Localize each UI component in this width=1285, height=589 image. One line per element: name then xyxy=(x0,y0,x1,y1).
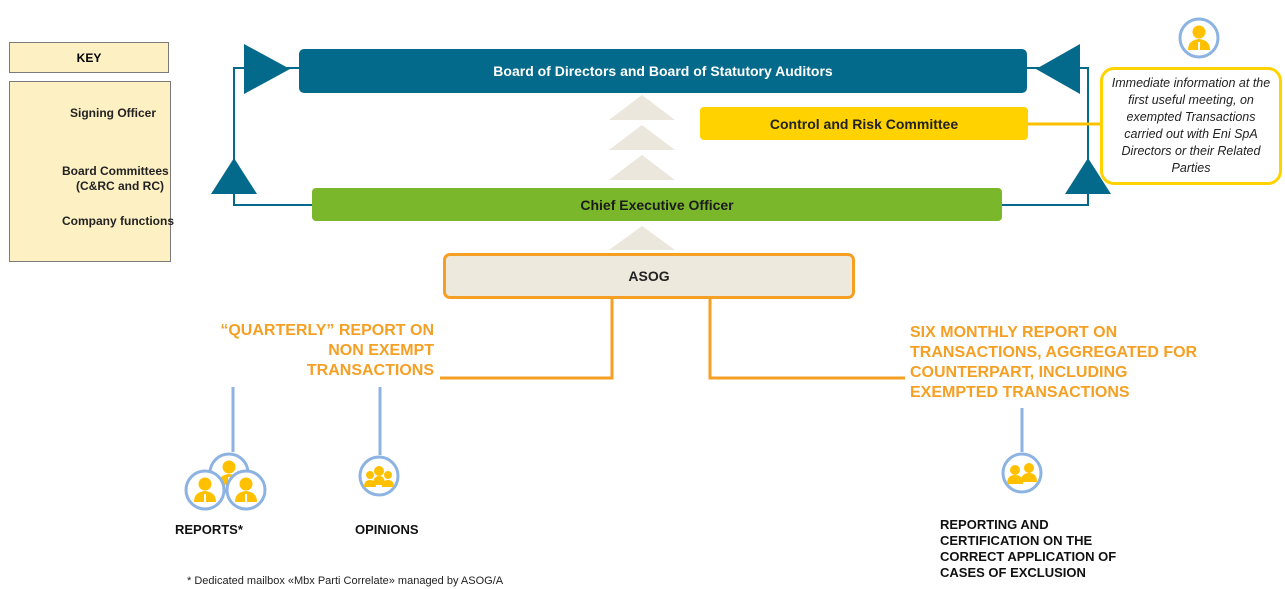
reporting-line-4: CASES OF EXCLUSION xyxy=(940,565,1086,580)
six-monthly-line-2: TRANSACTIONS, AGGREGATED FOR xyxy=(910,344,1198,361)
reports-icon-cluster xyxy=(184,452,267,511)
reports-label: REPORTS* xyxy=(175,522,243,537)
six-monthly-report-label: SIX MONTHLY REPORT ON TRANSACTIONS, AGGR… xyxy=(910,323,1197,403)
arrow-left-up xyxy=(211,158,257,194)
footnote: * Dedicated mailbox «Mbx Parti Correlate… xyxy=(187,575,504,587)
six-monthly-line-4: EXEMPTED TRANSACTIONS xyxy=(910,384,1130,401)
control-risk-committee-box: Control and Risk Committee xyxy=(700,107,1028,140)
opinions-icon xyxy=(358,455,400,497)
asog-box: ASOG xyxy=(443,253,855,299)
arrow-right-top xyxy=(1036,44,1080,94)
key-label-board-committees: Board Committees xyxy=(62,164,169,178)
key-panel xyxy=(9,81,171,262)
quarterly-report-label: “QUARTERLY” REPORT ON NON EXEMPT TRANSAC… xyxy=(180,321,434,381)
six-monthly-line-3: COUNTERPART, INCLUDING xyxy=(910,364,1128,381)
signing-officer-icon xyxy=(1178,17,1220,59)
arrow-right-up xyxy=(1065,158,1111,194)
key-label-board-committees-sub: (C&RC and RC) xyxy=(76,179,164,193)
reporting-icon xyxy=(1001,452,1043,494)
quarterly-report-line xyxy=(440,299,614,380)
quarterly-line-2: NON EXEMPT xyxy=(328,342,434,359)
opinions-label: OPINIONS xyxy=(355,522,419,537)
arrow-left-top xyxy=(244,44,290,94)
immediate-information-callout: Immediate information at the first usefu… xyxy=(1100,67,1282,185)
quarterly-line-3: TRANSACTIONS xyxy=(306,362,434,379)
ceo-box: Chief Executive Officer xyxy=(312,188,1002,221)
key-label-company-functions: Company functions xyxy=(62,214,175,228)
callout-text: Immediate information at the first usefu… xyxy=(1111,76,1271,175)
reporting-certification-label: REPORTING AND CERTIFICATION ON THE CORRE… xyxy=(940,517,1116,581)
reporting-line-3: CORRECT APPLICATION OF xyxy=(940,549,1117,564)
reporting-line-1: REPORTING AND xyxy=(940,517,1049,532)
reporting-line-2: CERTIFICATION ON THE xyxy=(940,533,1093,548)
key-label-signing-officer: Signing Officer xyxy=(70,106,157,120)
six-monthly-report-line xyxy=(708,299,905,380)
board-box: Board of Directors and Board of Statutor… xyxy=(299,49,1027,93)
upward-chevrons xyxy=(609,95,675,250)
quarterly-line-1: “QUARTERLY” REPORT ON xyxy=(220,322,434,339)
six-monthly-line-1: SIX MONTHLY REPORT ON xyxy=(910,324,1118,341)
key-title: KEY xyxy=(9,42,169,73)
